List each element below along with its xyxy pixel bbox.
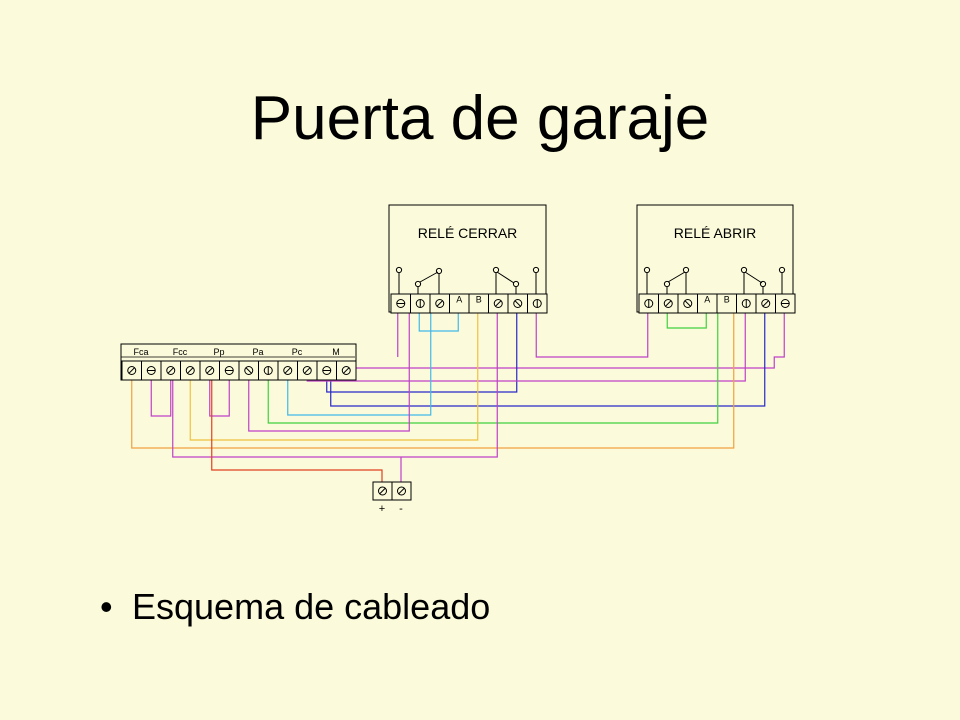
wire-purple-c: [306, 312, 746, 382]
relay-terminal: [390, 293, 411, 314]
strip-terminal: [316, 360, 337, 381]
strip-terminal: [238, 360, 259, 381]
group-label: Fca: [133, 347, 148, 357]
group-label: Pc: [292, 347, 303, 357]
relay-terminal: [755, 293, 776, 314]
group-label: M: [332, 347, 340, 357]
relay-terminal: [527, 293, 548, 314]
relay-cerrar: RELÉ CERRAR A B: [388, 204, 548, 314]
wire-lightblue-loop: [418, 312, 459, 332]
bullet-dot: •: [100, 586, 113, 627]
strip-terminal: [121, 360, 142, 381]
relay-abrir: RELÉ ABRIR A B: [636, 204, 796, 314]
wire-blue-a: [326, 312, 518, 393]
relay-terminal: A: [449, 293, 470, 314]
relay-terminal: [429, 293, 450, 314]
wire-lightblue-a: [287, 312, 432, 416]
wire-purple-e: [209, 380, 230, 417]
relay-terminal: [410, 293, 431, 314]
relay-terminal: [488, 293, 509, 314]
group-label: Pp: [213, 347, 224, 357]
wire-purple-d: [248, 312, 410, 432]
svg-text:A: A: [456, 295, 462, 305]
strip-terminal: [219, 360, 240, 381]
relay-label: RELÉ CERRAR: [418, 225, 518, 241]
wires: [131, 312, 785, 482]
strip-terminal: [277, 360, 298, 381]
supply-terminal-plus: [372, 481, 393, 501]
strip-terminal: [199, 360, 220, 381]
relay-terminal: [638, 293, 659, 314]
bullet-text: Esquema de cableado: [132, 586, 491, 627]
terminal-strip: Fca Fcc Pp Pa Pc M: [120, 343, 357, 381]
wire-purple-link: [535, 312, 649, 358]
wire-purple-b: [345, 312, 785, 380]
relay-terminal: [775, 293, 796, 314]
wire-orange-a: [131, 312, 735, 449]
group-label: Pa: [252, 347, 263, 357]
wire-yellow-a: [189, 312, 479, 441]
plus-label: +: [379, 503, 385, 515]
slide-title: Puerta de garaje: [250, 84, 710, 153]
power-supply: +-: [372, 481, 412, 515]
minus-label: -: [399, 503, 403, 515]
wire-red-supply: [211, 380, 383, 482]
relay-terminal: [736, 293, 757, 314]
relay-terminal: B: [716, 293, 737, 314]
svg-text:A: A: [704, 295, 710, 305]
svg-text:B: B: [724, 295, 730, 305]
strip-terminal: [258, 360, 279, 381]
wire-purple-f: [150, 380, 172, 417]
strip-terminal: [336, 360, 357, 381]
strip-terminal: [180, 360, 201, 381]
wire-green-loop: [666, 312, 707, 329]
strip-terminal: [141, 360, 162, 381]
wire-purple-g: [172, 312, 498, 458]
wire-blue-b: [330, 312, 766, 407]
relay-terminal: [507, 293, 528, 314]
relay-terminal: A: [697, 293, 718, 314]
relay-label: RELÉ ABRIR: [674, 225, 756, 241]
relay-terminal: B: [468, 293, 489, 314]
relay-terminal: [658, 293, 679, 314]
group-label: Fcc: [173, 347, 188, 357]
supply-terminal-minus: [391, 481, 412, 501]
strip-terminal: [160, 360, 181, 381]
svg-text:B: B: [476, 295, 482, 305]
bullet-item: • Esquema de cableado: [100, 586, 490, 628]
relay-terminal: [677, 293, 698, 314]
wire-green-a: [267, 312, 719, 424]
strip-terminal: [297, 360, 318, 381]
